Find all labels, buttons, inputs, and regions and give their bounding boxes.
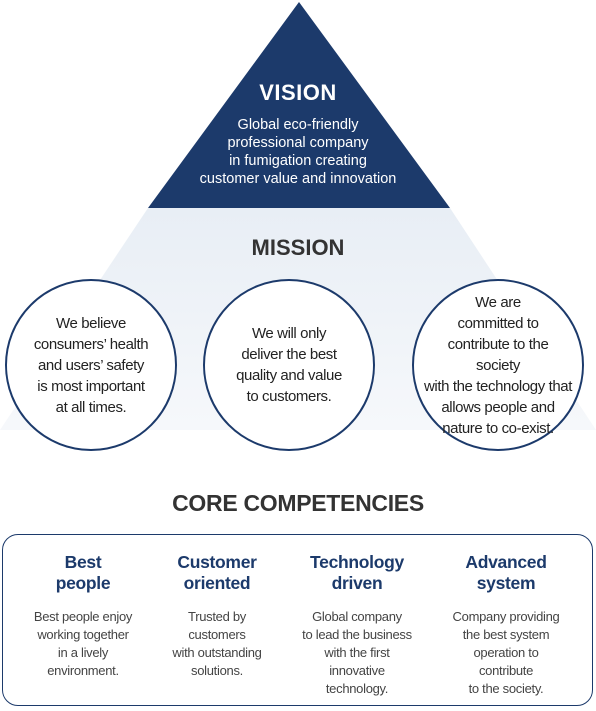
mission-line: We will only bbox=[251, 325, 327, 342]
competency-text-line: in a lively bbox=[57, 645, 109, 660]
competency-text-line: technology. bbox=[325, 681, 389, 696]
competency-advanced-system: Advanced system Company providing the be… bbox=[436, 552, 576, 698]
mission-text-3: We are committed to contribute to the so… bbox=[414, 292, 582, 439]
competency-text-line: environment. bbox=[47, 663, 119, 678]
mission-line: at all times. bbox=[55, 398, 127, 416]
mission-line: nature to co-exist. bbox=[442, 419, 554, 437]
competency-text-line: contribute bbox=[478, 663, 534, 678]
mission-line: contribute to the society bbox=[447, 335, 549, 374]
competency-title-line: people bbox=[55, 573, 111, 593]
vision-triangle bbox=[148, 2, 450, 208]
competency-text-line: customers bbox=[188, 627, 246, 642]
mission-line: We believe bbox=[56, 314, 126, 332]
competency-title-line: Best bbox=[64, 552, 102, 572]
competency-title-line: Customer bbox=[177, 552, 257, 572]
vision-line: in fumigation creating bbox=[229, 153, 367, 169]
competency-title-line: system bbox=[476, 573, 536, 593]
vision-block: VISION Global eco-friendly professional … bbox=[150, 80, 446, 188]
vision-title: VISION bbox=[259, 80, 337, 105]
competency-text-line: with the first bbox=[324, 645, 390, 660]
mission-line: consumers’ health bbox=[33, 335, 149, 353]
mission-circle-2: We will only deliver the best quality an… bbox=[203, 279, 375, 451]
competency-text-line: to the society. bbox=[468, 681, 544, 696]
competency-text-line: working together bbox=[37, 627, 129, 642]
mission-circle-1: We believe consumers’ health and users’ … bbox=[5, 279, 177, 451]
competency-description: Global company to lead the business with… bbox=[287, 608, 427, 698]
competency-text-line: innovative bbox=[329, 663, 385, 678]
competency-text-line: the best system bbox=[462, 627, 550, 642]
competency-title-line: Advanced bbox=[465, 552, 547, 572]
competency-text-line: with outstanding bbox=[172, 645, 262, 660]
mission-line: and users’ safety bbox=[37, 356, 145, 374]
competency-technology-driven: Technology driven Global company to lead… bbox=[287, 552, 427, 698]
core-competencies-box bbox=[2, 534, 593, 706]
mission-line: with the technology that bbox=[424, 377, 573, 395]
mission-text-2: We will only deliver the best quality an… bbox=[226, 323, 352, 407]
mission-line: committed to bbox=[457, 314, 539, 332]
mission-line: to customers. bbox=[246, 388, 332, 405]
competency-title: Technology driven bbox=[287, 552, 427, 594]
competency-text-line: operation to bbox=[473, 645, 539, 660]
competency-best-people: Best people Best people enjoy working to… bbox=[13, 552, 153, 680]
competency-text-line: Trusted by bbox=[188, 609, 246, 624]
mission-line: deliver the best bbox=[241, 346, 337, 363]
mission-text-1: We believe consumers’ health and users’ … bbox=[24, 313, 158, 418]
mission-line: We are bbox=[475, 293, 521, 311]
vision-text: Global eco-friendly professional company… bbox=[150, 116, 446, 188]
competency-text-line: Company providing bbox=[452, 609, 560, 624]
competency-text-line: solutions. bbox=[191, 663, 243, 678]
mission-title: MISSION bbox=[251, 235, 345, 260]
mission-circle-3: We are committed to contribute to the so… bbox=[412, 279, 584, 451]
competency-description: Company providing the best system operat… bbox=[436, 608, 576, 698]
competency-title-line: driven bbox=[331, 573, 383, 593]
competency-title: Customer oriented bbox=[147, 552, 287, 594]
competency-description: Trusted by customers with outstanding so… bbox=[147, 608, 287, 680]
competency-text-line: Global company bbox=[312, 609, 402, 624]
mission-line: is most important bbox=[37, 377, 145, 395]
competency-customer-oriented: Customer oriented Trusted by customers w… bbox=[147, 552, 287, 680]
competency-text-line: Best people enjoy bbox=[33, 609, 133, 624]
core-competencies-title: CORE COMPETENCIES bbox=[172, 490, 424, 516]
vision-line: customer value and innovation bbox=[199, 171, 397, 187]
competency-title-line: oriented bbox=[183, 573, 251, 593]
competency-title-line: Technology bbox=[310, 552, 404, 572]
competency-text-line: to lead the business bbox=[302, 627, 412, 642]
vision-line: professional company bbox=[227, 135, 369, 151]
mission-line: allows people and bbox=[441, 398, 555, 416]
competency-title: Advanced system bbox=[436, 552, 576, 594]
vision-line: Global eco-friendly bbox=[237, 117, 359, 133]
mission-line: quality and value bbox=[236, 367, 342, 384]
competency-description: Best people enjoy working together in a … bbox=[13, 608, 153, 680]
competency-title: Best people bbox=[13, 552, 153, 594]
